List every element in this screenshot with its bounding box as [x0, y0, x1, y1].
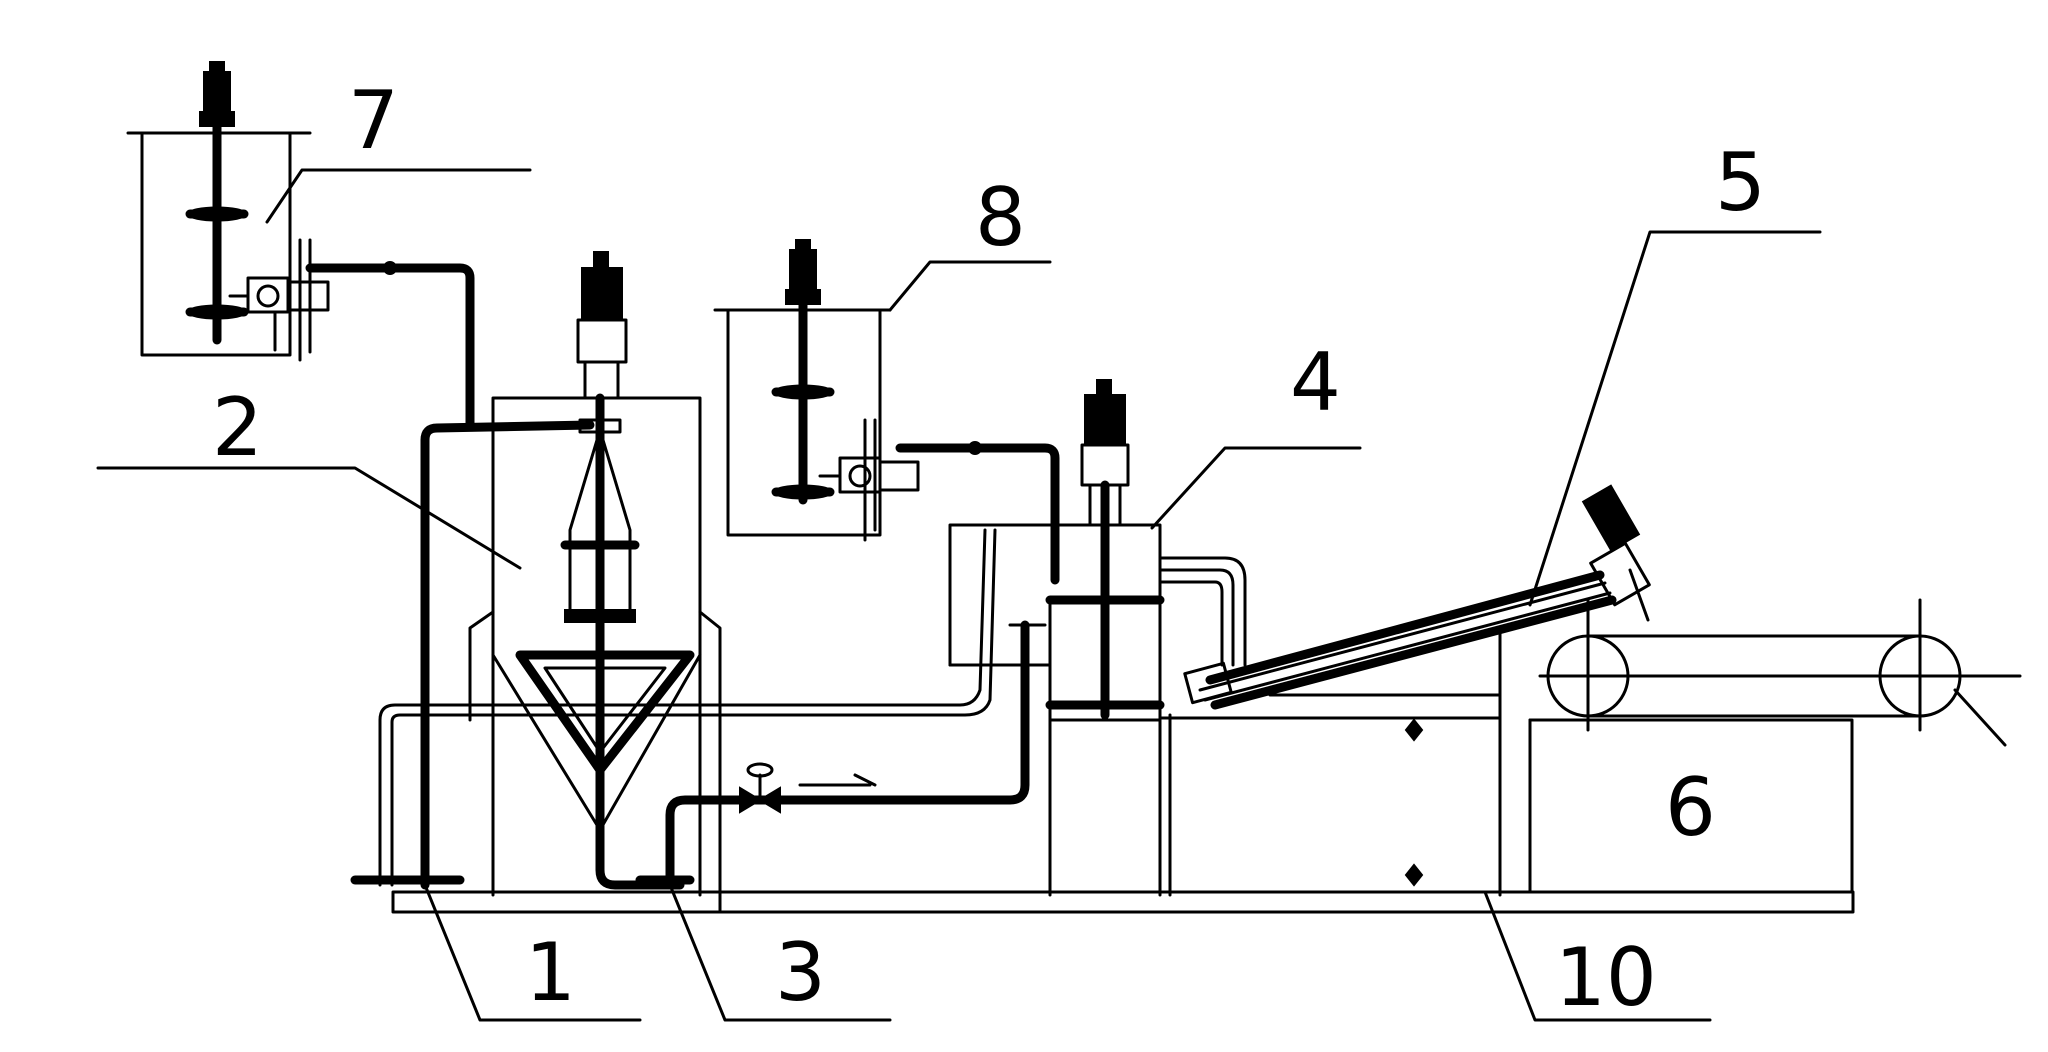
label-2: 2: [212, 381, 263, 474]
label-5: 5: [1715, 136, 1766, 229]
support-frame: [1158, 628, 1502, 897]
label-6: 6: [1665, 761, 1716, 854]
label-8: 8: [975, 171, 1026, 264]
base-frame: [391, 890, 1855, 914]
screw-conveyor-5: [1183, 484, 1651, 710]
belt-filter-6: [1528, 598, 2022, 894]
label-7: 7: [348, 74, 399, 167]
label-1: 1: [525, 926, 576, 1019]
mixing-tank-4: [948, 379, 1247, 897]
label-10: 10: [1555, 931, 1657, 1024]
part-labels: 7 8 2 4 5 6 1 3 10: [212, 74, 1766, 1024]
pipe-8-to-4: [895, 441, 1060, 585]
dosing-tank-7: [126, 61, 330, 362]
reaction-tower-2: [468, 251, 722, 912]
piping-lower: [350, 420, 1047, 890]
leader-lines: [96, 168, 1822, 1022]
dosing-tank-8: [713, 239, 920, 542]
pipe-7-to-2: [305, 261, 475, 430]
label-3: 3: [775, 926, 826, 1019]
label-4: 4: [1290, 336, 1341, 429]
